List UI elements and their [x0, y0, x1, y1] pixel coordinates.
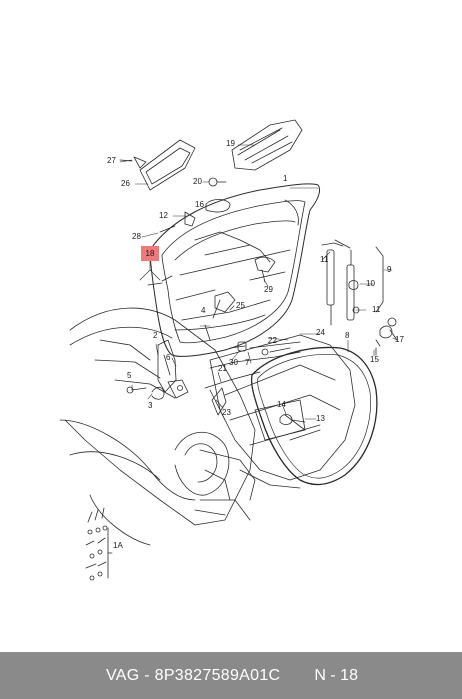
callout-10: 10 — [366, 279, 375, 288]
callout-28: 28 — [132, 232, 141, 241]
gas-struts — [321, 239, 384, 326]
callout-29: 29 — [264, 285, 273, 294]
exploded-parts-diagram — [59, 119, 398, 581]
grip-and-clip — [147, 199, 231, 286]
tailgate-lid — [149, 183, 321, 357]
callout-30: 30 — [229, 358, 238, 367]
upper-trim-cover — [208, 119, 303, 187]
callout-2: 2 — [153, 331, 158, 340]
position-reference: N - 18 — [314, 666, 358, 684]
fastener-kit — [85, 507, 113, 581]
part-number-footer: VAG - 8P3827589A01C N - 18 — [0, 652, 462, 699]
callout-16: 16 — [195, 200, 204, 209]
rear-body-opening — [199, 334, 356, 501]
callout-6: 6 — [166, 353, 171, 362]
callout-17: 17 — [395, 335, 404, 344]
vehicle-body-outline — [59, 307, 256, 546]
callout-14: 14 — [277, 400, 286, 409]
callout-15: 15 — [370, 355, 379, 364]
callout-26: 26 — [121, 179, 130, 188]
callout-3: 3 — [148, 401, 153, 410]
callout-27: 27 — [107, 156, 116, 165]
callout-1A: 1A — [113, 541, 123, 550]
callout-9: 9 — [387, 265, 392, 274]
callout-12: 12 — [159, 211, 168, 220]
callout-1: 1 — [283, 174, 288, 183]
lock-linkage — [204, 256, 306, 425]
tailgate-hinge — [126, 339, 189, 400]
highlighted-part-18: 18 — [141, 246, 159, 261]
callout-19: 19 — [226, 139, 235, 148]
callout-23: 23 — [222, 408, 231, 417]
callout-8: 8 — [345, 331, 350, 340]
callout-5: 5 — [127, 371, 132, 380]
callout-24: 24 — [316, 328, 325, 337]
part-code: VAG - 8P3827589A01C — [106, 666, 281, 684]
leader-lines — [119, 144, 398, 420]
callout-22: 22 — [268, 336, 277, 345]
callout-7: 7 — [245, 358, 250, 367]
small-fasteners — [375, 317, 398, 356]
callout-13: 13 — [316, 414, 325, 423]
callout-21: 21 — [218, 364, 227, 373]
callout-25: 25 — [236, 301, 245, 310]
side-cover-panel — [119, 139, 196, 191]
callout-20: 20 — [193, 177, 202, 186]
callout-11b: 11 — [372, 305, 381, 314]
callout-4: 4 — [201, 306, 206, 315]
callout-11a: 11 — [320, 255, 329, 264]
door-seal — [250, 346, 378, 486]
